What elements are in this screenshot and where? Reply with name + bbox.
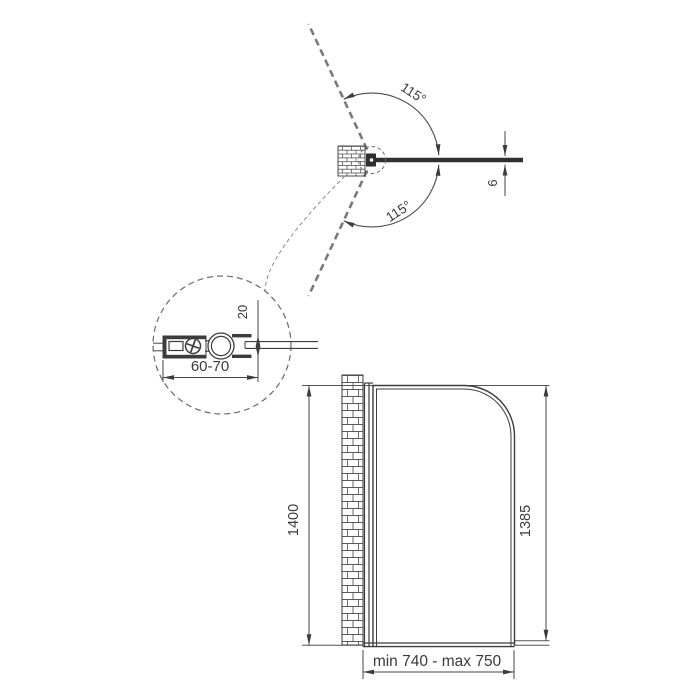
- height-dimension-right: 1385: [518, 385, 549, 641]
- screen-panel: [372, 384, 516, 646]
- panel-bottom-seal: [362, 642, 515, 648]
- swing-arc-upper: [343, 92, 441, 156]
- thickness-label: 6: [485, 179, 500, 186]
- width-dimension: min 740 - max 750: [362, 650, 515, 679]
- plan-view: 115° 115° 6: [307, 23, 523, 297]
- height-dimension-left: 1400: [286, 385, 312, 646]
- clearance-label: 60-70: [191, 358, 229, 375]
- detail-leader-curve: [264, 175, 346, 292]
- screw-head-icon: [184, 337, 202, 355]
- hinge-barrel: [207, 332, 235, 360]
- bracket-slot: [168, 340, 184, 352]
- angle-label-upper: 115°: [398, 80, 429, 107]
- width-label: min 740 - max 750: [373, 653, 502, 670]
- height-label-left: 1400: [286, 504, 302, 536]
- front-view: 1400 1385 min 740 - max 750: [286, 374, 550, 679]
- angle-label-lower: 115°: [383, 198, 414, 225]
- swing-arc-lower: [343, 164, 441, 228]
- pivot-point: [366, 153, 376, 167]
- hinge-wall-bracket: [162, 335, 207, 359]
- thickness-dimension: 6: [485, 131, 508, 196]
- wall-strip: [341, 374, 364, 646]
- height-label-right: 1385: [518, 505, 534, 537]
- clamp-height-label: 20: [235, 305, 250, 319]
- open-position-line-lower: [307, 159, 374, 297]
- glass-clamp: [232, 334, 252, 358]
- detail-view: 20 60-70: [152, 175, 346, 415]
- detail-indicator-circle: [358, 146, 386, 174]
- clamp-height-dimension: 20: [235, 300, 261, 382]
- wall-block: [337, 145, 366, 177]
- clearance-dimension: 60-70: [162, 358, 258, 382]
- hinge-profile-bar: [363, 382, 373, 646]
- open-position-line-upper: [307, 23, 374, 161]
